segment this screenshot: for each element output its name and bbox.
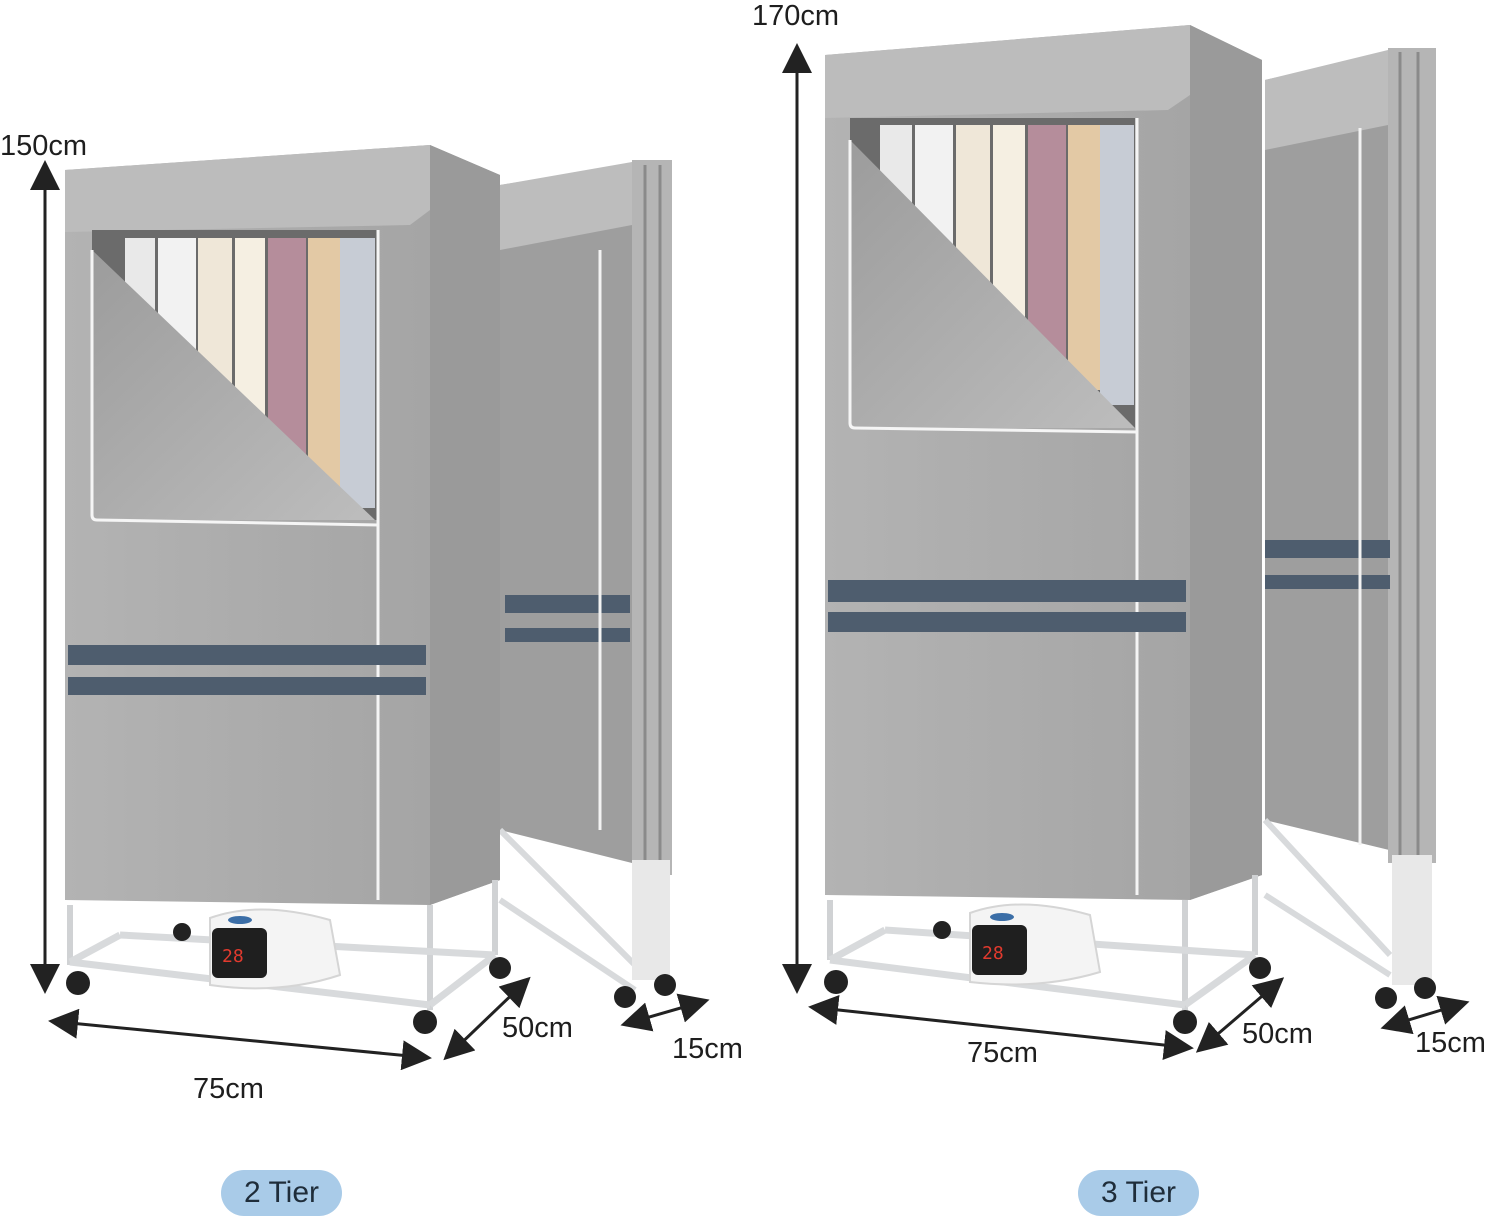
tier-badge-3: 3 Tier [1078, 1170, 1199, 1216]
dimension-arrows-3-tier [782, 43, 1470, 1060]
svg-text:28: 28 [222, 946, 244, 967]
folded-unit-2-tier [497, 160, 676, 1008]
folded-depth-label-3-tier: 15cm [1415, 1027, 1486, 1059]
folded-unit-3-tier [1262, 48, 1436, 1009]
heater-unit: 28 [209, 908, 342, 990]
width-label-3-tier: 75cm [967, 1037, 1038, 1069]
svg-text:28: 28 [982, 943, 1004, 964]
main-unit-3-tier: 28 [824, 25, 1271, 1034]
dimension-arrows-2-tier [30, 160, 710, 1071]
heater-unit: 28 [969, 903, 1102, 986]
height-label-2-tier: 150cm [0, 130, 88, 162]
tier-badge-2: 2 Tier [221, 1170, 342, 1216]
depth-label-3-tier: 50cm [1242, 1018, 1313, 1050]
depth-label-2-tier: 50cm [502, 1012, 573, 1044]
dryer-3-tier: 28 [824, 25, 1436, 1034]
main-unit-2-tier: 28 [65, 145, 511, 1034]
dryer-2-tier: 28 [65, 145, 676, 1034]
height-label-3-tier: 170cm [752, 0, 840, 32]
width-label-2-tier: 75cm [193, 1073, 264, 1105]
folded-depth-label-2-tier: 15cm [672, 1033, 743, 1065]
